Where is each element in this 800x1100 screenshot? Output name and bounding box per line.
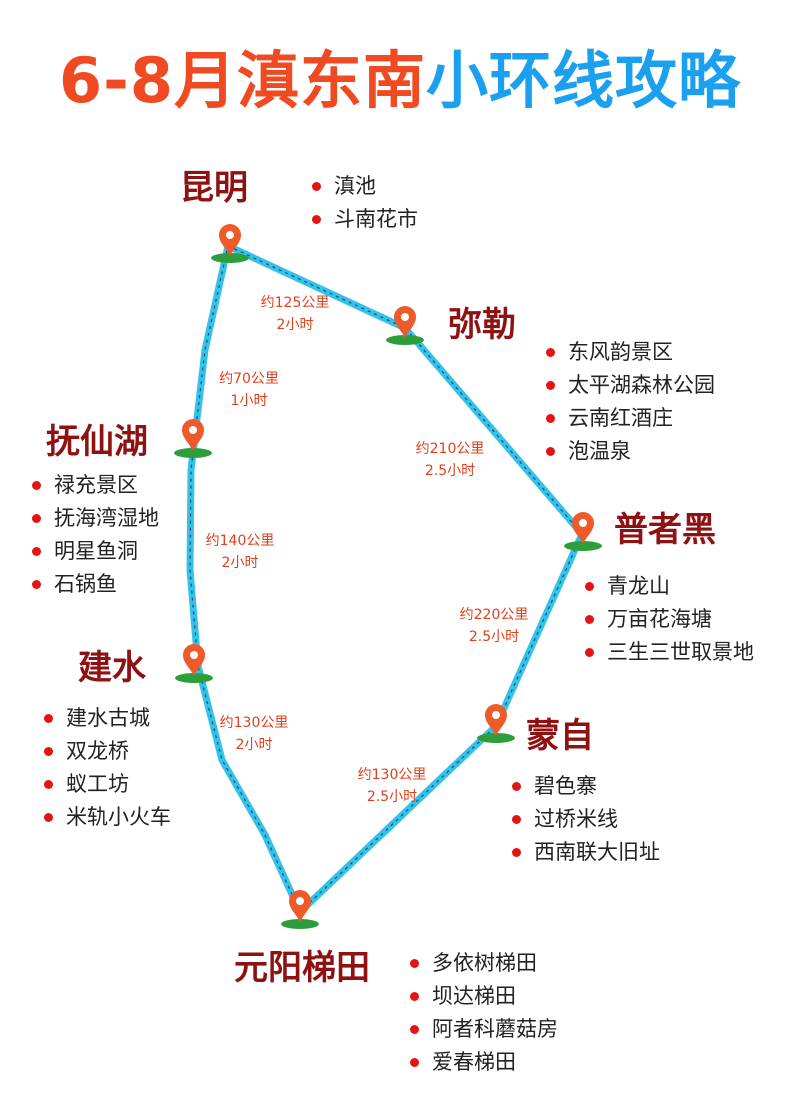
list-item: 米轨小火车 — [42, 801, 171, 834]
list-item: 东风韵景区 — [544, 336, 715, 369]
travel-time: 2.5小时 — [468, 629, 520, 645]
distance-value: 约70公里 — [219, 371, 279, 387]
distance-label-yuanyang-jianshui: 约130公里 2小时 — [220, 712, 289, 756]
title-part-blue: 小环线攻略 — [426, 44, 742, 117]
spot-list-yuanyang: 多依树梯田 坝达梯田 阿者科蘑菇房 爱春梯田 — [408, 947, 558, 1079]
distance-value: 约140公里 — [205, 533, 275, 549]
city-label-puzhehei: 普者黑 — [614, 510, 716, 550]
distance-value: 约220公里 — [459, 607, 529, 623]
travel-time: 2小时 — [235, 737, 273, 753]
page-title: 6-8月滇东南小环线攻略 — [0, 30, 800, 120]
travel-time: 2小时 — [221, 555, 259, 571]
map-pin-icon-mengzi — [477, 704, 515, 743]
distance-label-jianshui-fuxianhu: 约140公里 2小时 — [206, 530, 275, 574]
list-item: 蚁工坊 — [42, 768, 171, 801]
list-item: 过桥米线 — [510, 803, 660, 836]
list-item: 抚海湾湿地 — [30, 502, 159, 535]
list-item: 阿者科蘑菇房 — [408, 1013, 558, 1046]
travel-time: 1小时 — [230, 393, 268, 409]
title-part-red: 6-8月滇东南 — [58, 44, 426, 117]
list-item: 西南联大旧址 — [510, 836, 660, 869]
spot-list-kunming: 滇池 斗南花市 — [310, 170, 418, 236]
list-item: 多依树梯田 — [408, 947, 558, 980]
distance-value: 约130公里 — [357, 767, 427, 783]
distance-value: 约130公里 — [219, 715, 289, 731]
distance-label-puzhehei-mengzi: 约220公里 2.5小时 — [460, 604, 529, 648]
list-item: 泡温泉 — [544, 435, 715, 468]
route-line-dash — [189, 245, 583, 914]
list-item: 碧色寨 — [510, 770, 660, 803]
city-label-kunming: 昆明 — [180, 168, 248, 208]
map-pin-icon-fuxianhu — [174, 419, 212, 458]
list-item: 万亩花海塘 — [583, 603, 754, 636]
travel-time: 2.5小时 — [424, 463, 476, 479]
city-label-yuanyang: 元阳梯田 — [234, 948, 370, 988]
city-label-mile: 弥勒 — [448, 305, 516, 345]
spot-list-puzhehei: 青龙山 万亩花海塘 三生三世取景地 — [583, 570, 754, 669]
map-pin-icon-kunming — [211, 224, 249, 263]
list-item: 明星鱼洞 — [30, 535, 159, 568]
list-item: 斗南花市 — [310, 203, 418, 236]
list-item: 爱春梯田 — [408, 1046, 558, 1079]
travel-time: 2.5小时 — [366, 789, 418, 805]
list-item: 双龙桥 — [42, 735, 171, 768]
list-item: 太平湖森林公园 — [544, 369, 715, 402]
distance-value: 约125公里 — [260, 295, 330, 311]
list-item: 石锅鱼 — [30, 568, 159, 601]
distance-label-mile-puzhehei: 约210公里 2.5小时 — [416, 438, 485, 482]
list-item: 云南红酒庄 — [544, 402, 715, 435]
city-label-mengzi: 蒙自 — [526, 716, 594, 756]
travel-time: 2小时 — [276, 317, 314, 333]
city-label-jianshui: 建水 — [78, 648, 146, 688]
list-item: 禄充景区 — [30, 469, 159, 502]
list-item: 三生三世取景地 — [583, 636, 754, 669]
city-label-fuxianhu: 抚仙湖 — [46, 422, 148, 462]
map-pin-icon-jianshui — [175, 644, 213, 683]
spot-list-mile: 东风韵景区 太平湖森林公园 云南红酒庄 泡温泉 — [544, 336, 715, 468]
list-item: 坝达梯田 — [408, 980, 558, 1013]
list-item: 建水古城 — [42, 702, 171, 735]
distance-label-fuxianhu-kunming: 约70公里 1小时 — [219, 368, 279, 412]
list-item: 青龙山 — [583, 570, 754, 603]
distance-value: 约210公里 — [415, 441, 485, 457]
spot-list-mengzi: 碧色寨 过桥米线 西南联大旧址 — [510, 770, 660, 869]
spot-list-jianshui: 建水古城 双龙桥 蚁工坊 米轨小火车 — [42, 702, 171, 834]
distance-label-kunming-mile: 约125公里 2小时 — [261, 292, 330, 336]
list-item: 滇池 — [310, 170, 418, 203]
spot-list-fuxianhu: 禄充景区 抚海湾湿地 明星鱼洞 石锅鱼 — [30, 469, 159, 601]
distance-label-mengzi-yuanyang: 约130公里 2.5小时 — [358, 764, 427, 808]
